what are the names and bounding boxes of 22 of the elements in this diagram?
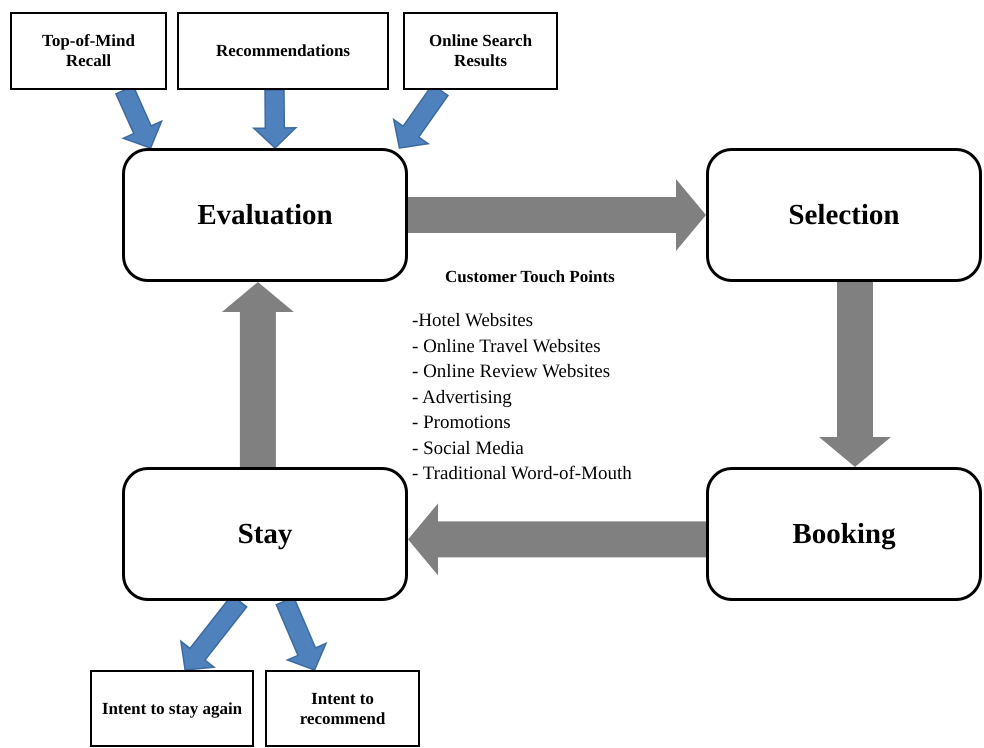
factor-box: Intent to recommend (265, 670, 420, 747)
stage-box: Evaluation (122, 148, 408, 282)
list-item: - Traditional Word-of-Mouth (412, 462, 632, 486)
stage-box: Booking (706, 467, 982, 601)
block-arrow (252, 89, 298, 150)
list-item: -Hotel Websites (412, 309, 534, 333)
block-arrow (408, 503, 706, 576)
list-item: - Online Review Websites (412, 360, 610, 384)
section-heading: Customer Touch Points (445, 266, 615, 288)
factor-box: Recommendations (177, 12, 389, 90)
block-arrow (408, 179, 706, 251)
block-arrow (819, 282, 891, 467)
stage-box: Selection (706, 148, 982, 282)
stage-box: Stay (122, 467, 408, 601)
factor-box: Top-of-Mind Recall (10, 12, 167, 90)
list-item: - Promotions (412, 411, 511, 435)
block-arrow (222, 282, 294, 467)
list-item: - Advertising (412, 386, 512, 410)
factor-box: Online Search Results (403, 12, 558, 90)
list-item: - Social Media (412, 436, 524, 460)
list-item: - Online Travel Websites (412, 334, 601, 358)
factor-box: Intent to stay again (90, 670, 254, 747)
